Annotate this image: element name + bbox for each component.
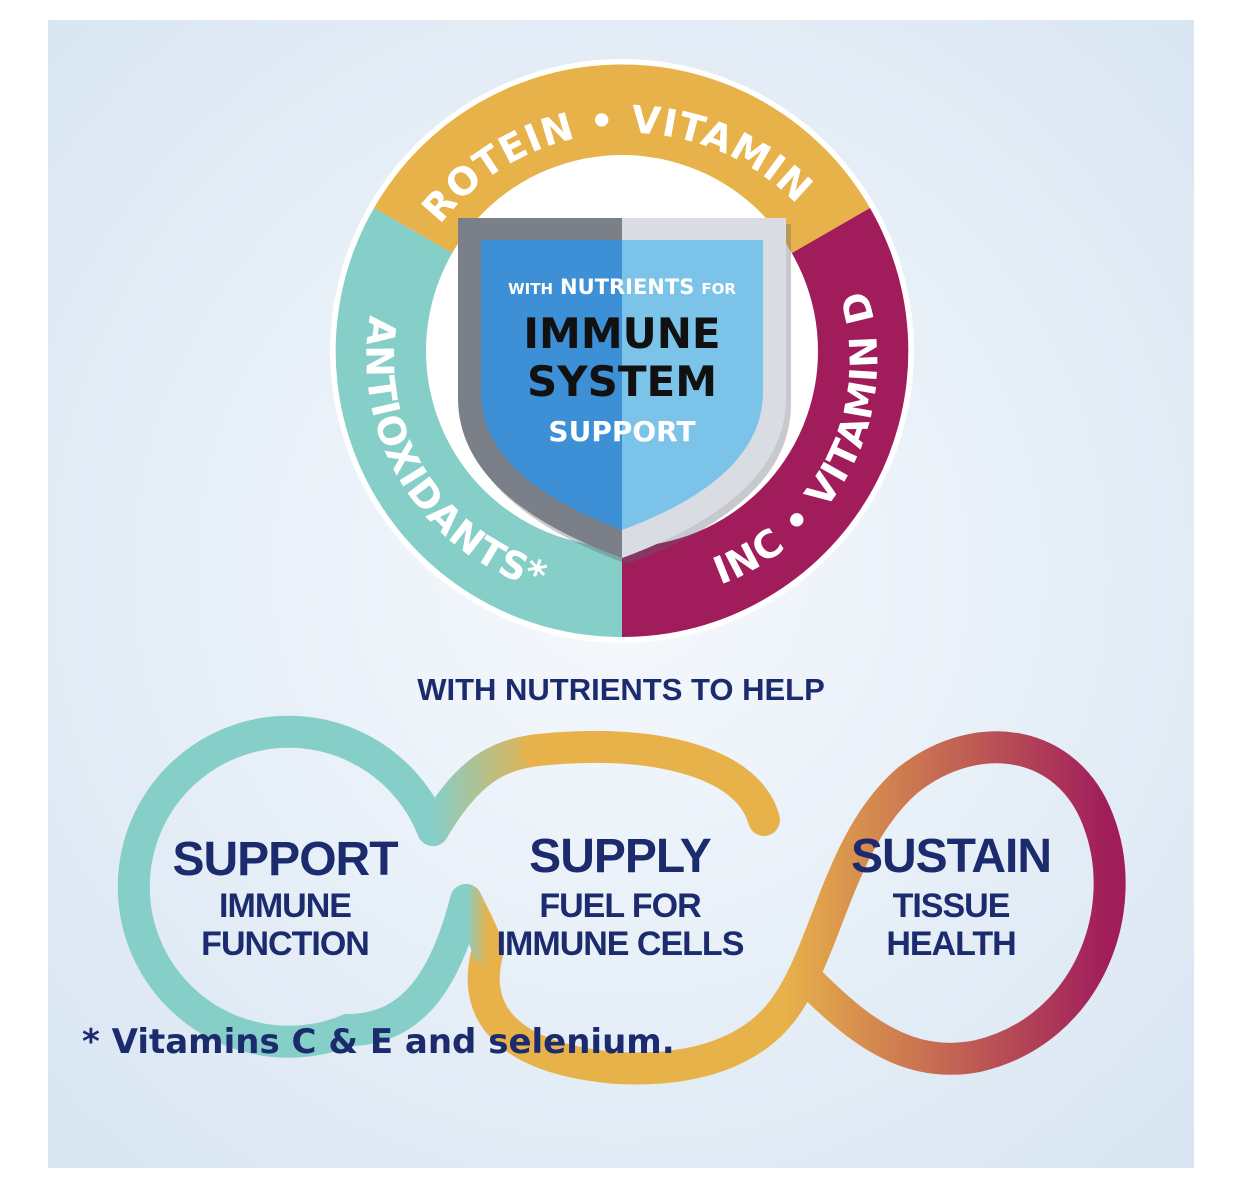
benefit-loops [117, 715, 1126, 1085]
shield-support: SUPPORT [548, 415, 695, 448]
headline: WITH NUTRIENTS TO HELP [417, 672, 825, 707]
loop-connector-2 [450, 884, 504, 966]
infographic-panel: PROTEIN • VITAMIN A ANTIOXIDANTS* ZINC •… [48, 20, 1194, 1168]
loop-support-line-2: FUNCTION [201, 925, 369, 963]
loop-support-text: SUPPORT IMMUNE FUNCTION [172, 833, 399, 963]
loop-supply-line-1: FUEL FOR [539, 887, 701, 925]
loop-sustain-title: SUSTAIN [851, 830, 1051, 883]
loop-support-line-1: IMMUNE [219, 887, 351, 925]
loop-support-title: SUPPORT [172, 833, 398, 886]
loop-sustain-line-1: TISSUE [893, 887, 1010, 925]
loop-supply-bottom [467, 934, 799, 1085]
loop-supply-line-2: IMMUNE CELLS [497, 925, 744, 963]
shield-face-right [622, 240, 763, 530]
footnote: * Vitamins C & E and selenium. [82, 1022, 675, 1062]
loop-support-arc [117, 715, 449, 1058]
loop-sustain-text: SUSTAIN TISSUE HEALTH [851, 830, 1052, 963]
infographic-art: PROTEIN • VITAMIN A ANTIOXIDANTS* ZINC •… [48, 20, 1194, 1168]
loop-support-tail [332, 884, 482, 1046]
shield-system: SYSTEM [527, 357, 717, 406]
loop-sustain [767, 731, 1126, 1075]
loop-supply-top [522, 730, 780, 836]
shield-face-left [481, 240, 622, 530]
loop-sustain-line-2: HEALTH [886, 925, 1015, 963]
shield-immune: IMMUNE [523, 309, 720, 358]
loop-supply-title: SUPPLY [529, 830, 712, 883]
loop-supply-text: SUPPLY FUEL FOR IMMUNE CELLS [497, 830, 745, 963]
